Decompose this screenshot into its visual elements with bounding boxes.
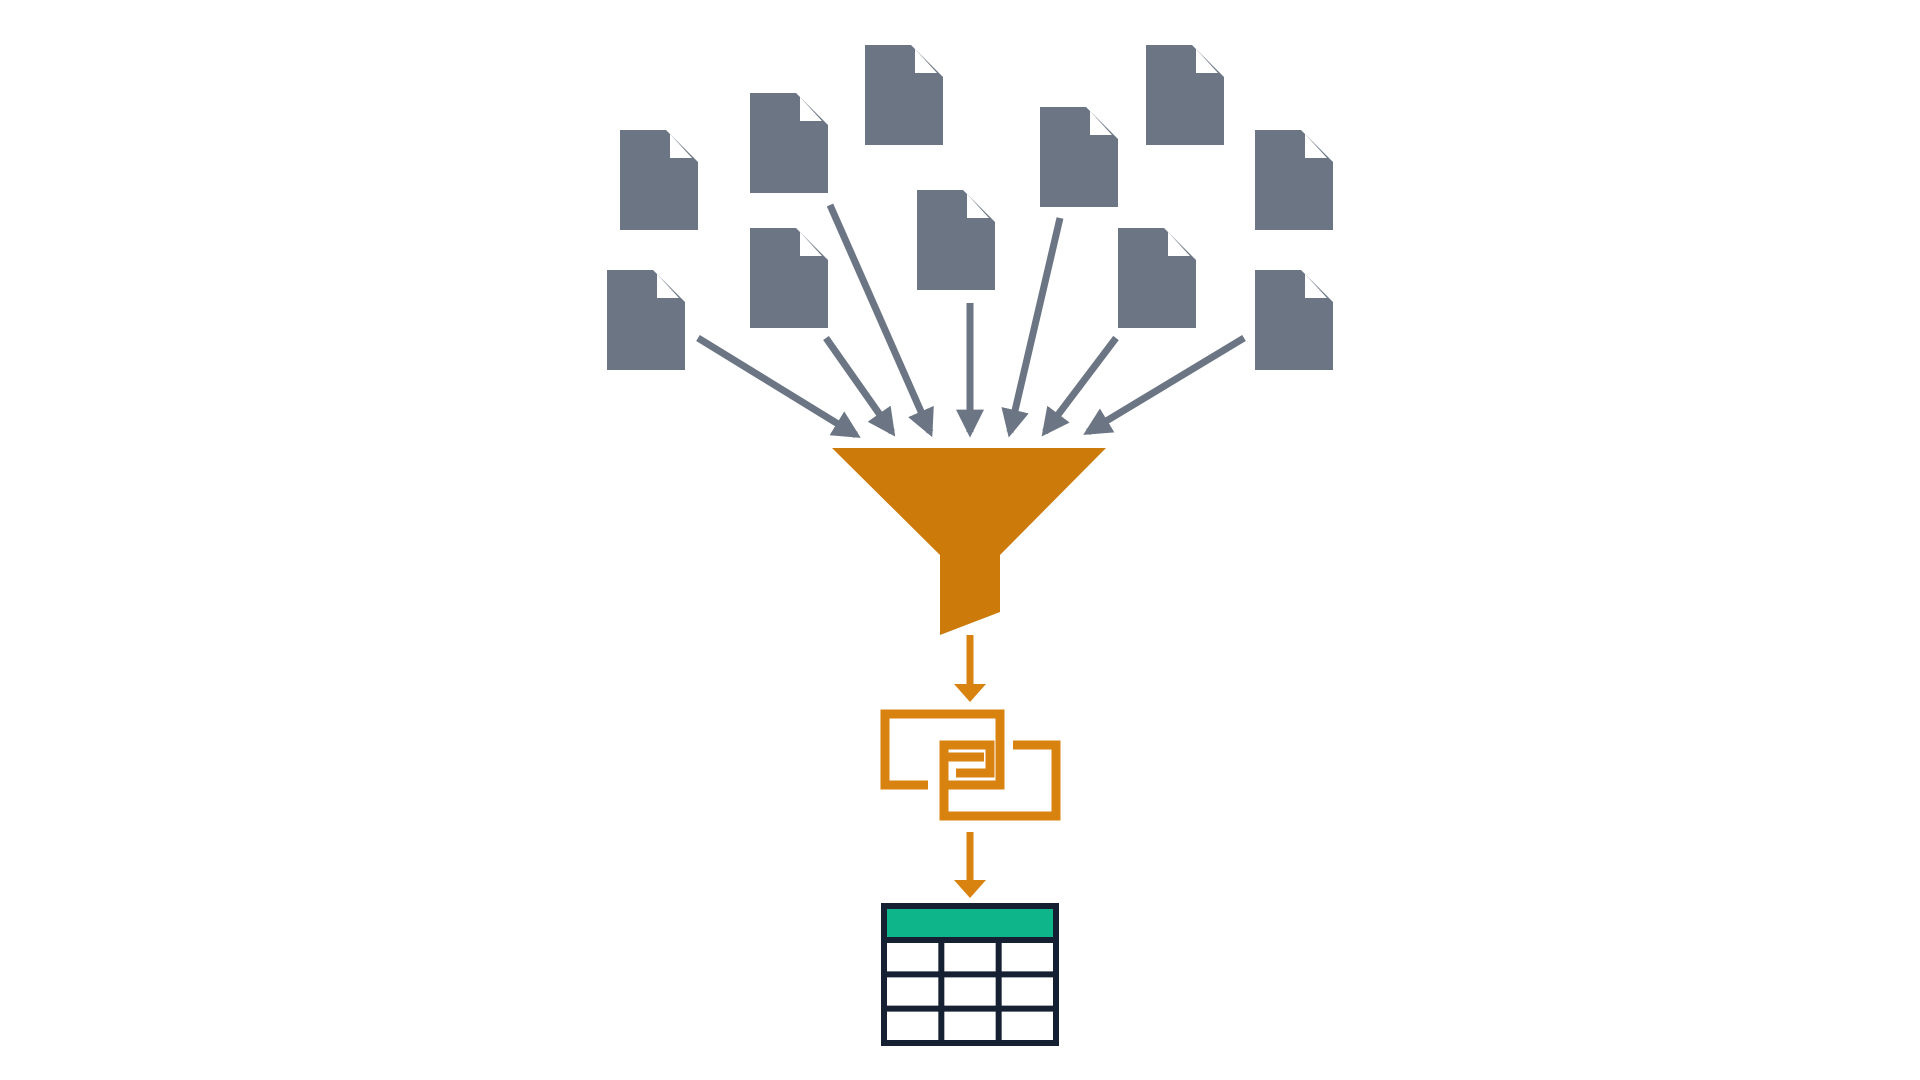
arrow [1083, 335, 1246, 435]
documents-group [607, 45, 1333, 370]
document-body [1040, 107, 1118, 207]
document-icon [1040, 107, 1118, 207]
document-body [1118, 228, 1196, 328]
document-body [1146, 45, 1224, 145]
table-header [887, 909, 1053, 939]
document-fold [1168, 232, 1190, 256]
linked-square-right [939, 740, 1061, 821]
arrow-head [954, 684, 986, 702]
document-fold [967, 194, 989, 218]
document-icon [750, 228, 828, 328]
document-fold [1305, 134, 1327, 158]
document-body [1255, 270, 1333, 370]
document-body [750, 93, 828, 193]
arrow [696, 335, 861, 438]
document-icon [1118, 228, 1196, 328]
document-fold [800, 97, 822, 121]
arrow [1041, 335, 1119, 437]
document-icon [1255, 270, 1333, 370]
arrows-group [696, 203, 1246, 438]
document-body [917, 190, 995, 290]
arrow [826, 203, 934, 438]
document-fold [670, 134, 692, 158]
document-icon [620, 130, 698, 230]
document-icon [865, 45, 943, 145]
document-body [750, 228, 828, 328]
funnel-icon [832, 448, 1106, 635]
linked-squares-icon [880, 709, 1061, 821]
document-body [620, 130, 698, 230]
document-fold [800, 232, 822, 256]
arrow [823, 335, 896, 437]
document-fold [1305, 274, 1327, 298]
funnel-to-transform-arrow [954, 635, 986, 702]
document-fold [1196, 49, 1218, 73]
document-icon [917, 190, 995, 290]
document-fold [915, 49, 937, 73]
document-fold [657, 274, 679, 298]
document-icon [607, 270, 685, 370]
document-fold [1090, 111, 1112, 135]
document-icon [1146, 45, 1224, 145]
document-icon [1255, 130, 1333, 230]
funnel-shape [832, 448, 1106, 635]
document-body [607, 270, 685, 370]
document-body [865, 45, 943, 145]
table-icon [881, 903, 1059, 1046]
transform-to-table-arrow [954, 832, 986, 898]
document-icon [750, 93, 828, 193]
arrow-head [954, 880, 986, 898]
arrow [1001, 217, 1064, 438]
document-body [1255, 130, 1333, 230]
